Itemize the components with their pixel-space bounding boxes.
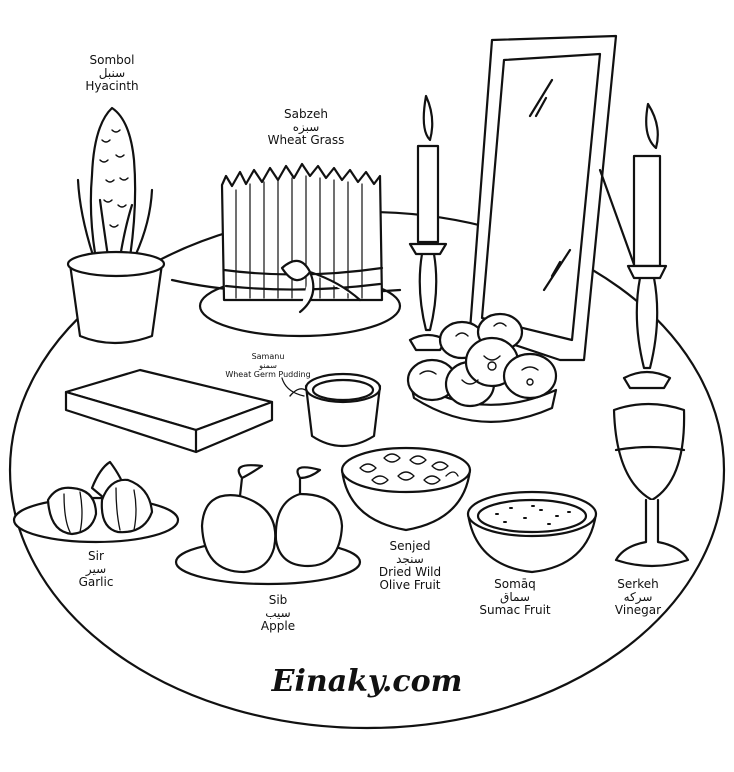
label-sir-farsi: سیر: [85, 562, 107, 576]
garlic: [12, 460, 180, 544]
label-sib-english: Apple: [260, 619, 296, 633]
label-senjed-farsi: سنجد: [396, 552, 424, 566]
label-sombol-english: Hyacinth: [85, 79, 139, 93]
label-serkeh-name: Serkeh: [617, 577, 659, 591]
wheat-grass: [170, 162, 402, 338]
label-sabzeh: Sabzeh سبزه Wheat Grass: [268, 108, 345, 147]
label-sabzeh-english: Wheat Grass: [267, 133, 345, 147]
candle-left: [408, 94, 448, 352]
label-senjed-english-2: Olive Fruit: [379, 578, 441, 592]
label-sombol-name: Sombol: [89, 53, 135, 67]
apples: [174, 464, 362, 586]
label-somaq: Somāq سماق Sumac Fruit: [479, 578, 550, 617]
mirror: [468, 34, 638, 362]
label-sib-farsi: سیب: [265, 606, 291, 620]
label-serkeh: Serkeh سرکه Vinegar: [615, 578, 661, 617]
label-senjed-english-1: Dried Wild: [378, 565, 442, 579]
label-senjed: Senjed سنجد Dried Wild Olive Fruit: [379, 540, 441, 592]
watermark-text: Einaky.com: [271, 664, 463, 699]
book: [64, 368, 274, 454]
somaq-bowl: [466, 490, 598, 574]
label-senjed-name: Senjed: [389, 539, 431, 553]
label-samanu: Samanu سمنو Wheat Germ Pudding: [225, 352, 310, 379]
label-sib: Sib سیب Apple: [261, 594, 295, 633]
hyacinth-plant: [66, 106, 166, 345]
label-samanu-english: Wheat Germ Pudding: [225, 370, 311, 379]
label-somaq-name: Somāq: [494, 577, 536, 591]
label-sabzeh-farsi: سبزه: [292, 120, 320, 134]
label-sir: Sir سیر Garlic: [79, 550, 114, 589]
label-sabzeh-name: Sabzeh: [284, 107, 328, 121]
samanu-bowl: [281, 372, 382, 447]
label-serkeh-farsi: سرکه: [623, 590, 653, 604]
label-sir-english: Garlic: [78, 575, 114, 589]
label-samanu-name: Samanu: [251, 352, 285, 361]
label-sombol: Sombol سنبل Hyacinth: [85, 54, 138, 93]
label-samanu-farsi: سمنو: [259, 361, 277, 370]
candle-right: [622, 102, 672, 390]
label-sib-name: Sib: [268, 593, 288, 607]
label-serkeh-english: Vinegar: [614, 603, 662, 617]
label-somaq-farsi: سماق: [500, 590, 530, 604]
label-sir-name: Sir: [88, 549, 104, 563]
vinegar-glass: [612, 402, 690, 568]
painted-eggs: [406, 312, 558, 423]
label-somaq-english: Sumac Fruit: [479, 603, 551, 617]
senjed-bowl: [340, 446, 472, 532]
label-sombol-farsi: سنبل: [98, 66, 126, 80]
